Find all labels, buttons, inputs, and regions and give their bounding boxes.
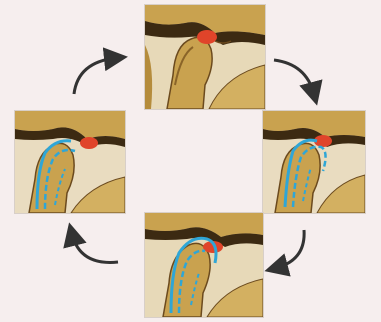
clockwise-arrow-top-right	[274, 60, 314, 94]
jaw-joint-closing-illustration	[15, 111, 125, 213]
panel-jaw-opening	[262, 110, 366, 214]
jaw-joint-closed-illustration	[145, 5, 265, 109]
jaw-joint-opening-illustration	[263, 111, 365, 213]
clockwise-arrow-bottom-right	[276, 230, 304, 268]
clockwise-arrow-bottom-left	[72, 234, 118, 262]
jaw-joint-open-illustration	[145, 213, 263, 317]
panel-jaw-closed	[144, 4, 266, 110]
panel-jaw-open	[144, 212, 264, 318]
clockwise-arrow-top-left	[74, 58, 116, 94]
panel-jaw-closing	[14, 110, 126, 214]
